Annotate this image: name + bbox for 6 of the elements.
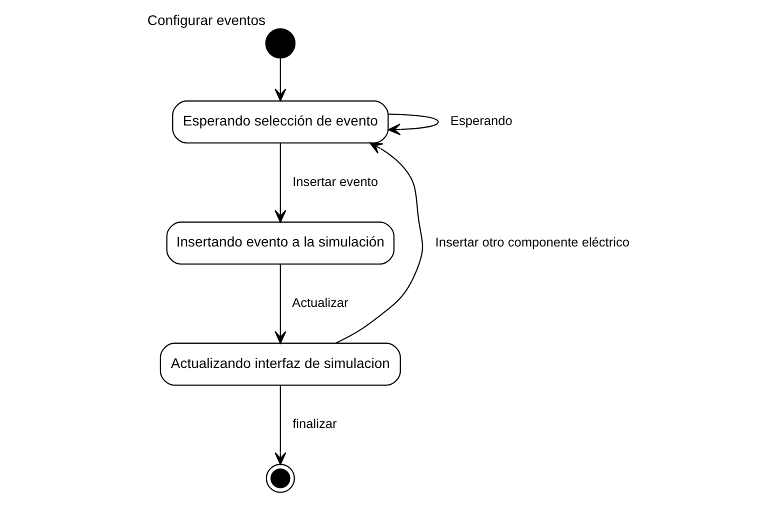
edge-label: finalizar [292, 416, 336, 431]
edge-label: Insertar otro componente eléctrico [434, 234, 629, 249]
edge-label: Esperando [450, 112, 512, 128]
node-label: Configurar eventos [146, 11, 265, 28]
edge-label: Insertar evento [292, 173, 378, 188]
edge-label: Actualizar [292, 294, 348, 310]
